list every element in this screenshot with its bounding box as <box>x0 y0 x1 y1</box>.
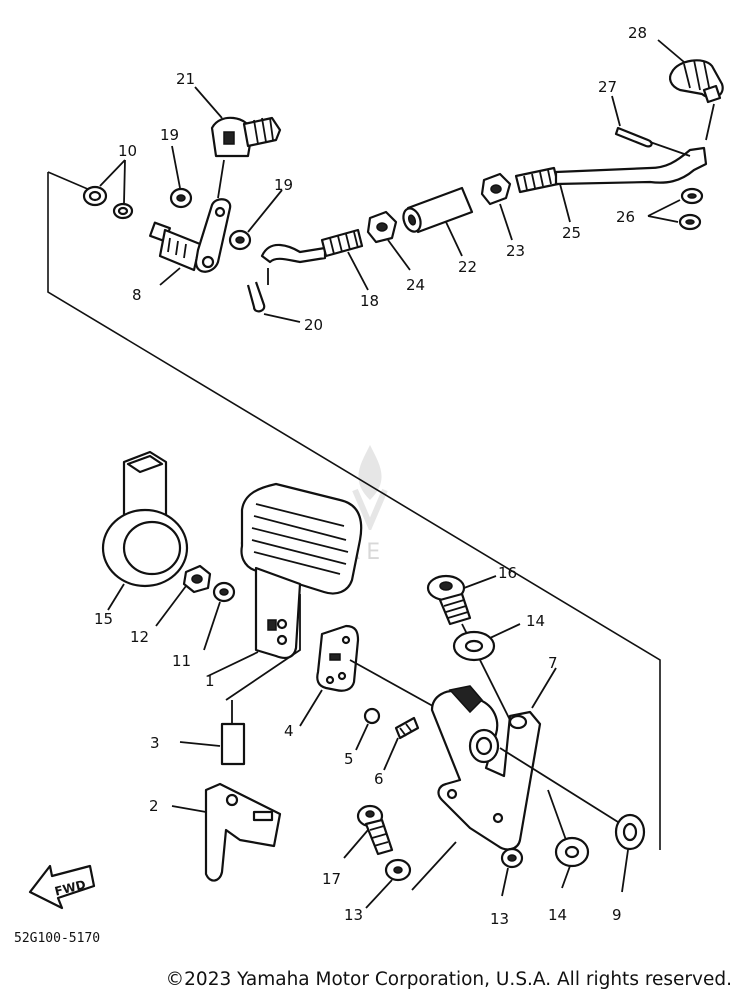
part-23-nut <box>480 172 512 206</box>
leader-4 <box>299 659 441 727</box>
callout-4: 4 <box>284 722 294 740</box>
leader-19 <box>171 145 283 233</box>
part-25-shift-rod <box>514 146 708 194</box>
callout-15: 15 <box>94 610 113 628</box>
part-11-washer <box>212 581 236 603</box>
callout-1: 1 <box>205 672 215 690</box>
part-4-plate <box>316 624 360 692</box>
part-8-shift-shaft <box>148 198 232 273</box>
leader-23 <box>499 203 513 241</box>
part-6-detent-spring <box>394 716 420 740</box>
part-15-collar <box>101 450 189 588</box>
fwd-arrow-icon: FWD <box>28 864 96 910</box>
watermark-logo-icon <box>340 440 400 535</box>
part-10-washer <box>82 185 134 220</box>
callout-7: 7 <box>548 654 558 672</box>
leader-25 <box>559 183 571 223</box>
callout-14a: 14 <box>526 612 545 630</box>
part-14-washer <box>452 630 590 868</box>
callout-13b: 13 <box>490 910 509 928</box>
part-28-boot <box>669 59 724 104</box>
callout-24: 24 <box>406 276 425 294</box>
part-7-bracket <box>430 685 542 851</box>
leader-10 <box>99 159 126 204</box>
part-22-coupling <box>402 186 474 234</box>
part-26-washer <box>678 187 704 231</box>
leader-27 <box>611 95 691 157</box>
callout-23: 23 <box>506 242 525 260</box>
assembly-frame <box>47 171 661 850</box>
callout-26: 26 <box>616 208 635 226</box>
leader-26 <box>647 199 681 223</box>
leader-13 <box>365 841 509 909</box>
leader-20 <box>263 268 301 323</box>
part-13-washer <box>384 847 524 882</box>
callout-2: 2 <box>149 797 159 815</box>
callout-5: 5 <box>344 750 354 768</box>
leader-14 <box>489 623 571 889</box>
callout-27: 27 <box>598 78 617 96</box>
callout-20: 20 <box>304 316 323 334</box>
leader-12 <box>155 585 187 627</box>
leader-17 <box>343 829 369 859</box>
leader-18 <box>347 251 369 291</box>
callout-19b: 19 <box>274 176 293 194</box>
part-1-shift-lever <box>240 482 363 659</box>
part-19-washer <box>169 187 252 251</box>
leader-21 <box>194 86 225 199</box>
callout-13a: 13 <box>344 906 363 924</box>
part-18-shift-rod <box>260 228 364 264</box>
callout-14b: 14 <box>548 906 567 924</box>
leader-15 <box>107 583 125 611</box>
callout-12: 12 <box>130 628 149 646</box>
leader-1 <box>207 594 301 701</box>
drawing-code: 52G100-5170 <box>14 931 101 946</box>
part-9-washer <box>614 813 646 851</box>
callout-28: 28 <box>628 24 647 42</box>
callout-11: 11 <box>172 652 191 670</box>
leader-5 <box>355 723 369 751</box>
callout-16: 16 <box>498 564 517 582</box>
leader-24 <box>387 239 411 271</box>
part-12-nut <box>182 564 212 594</box>
leader-3 <box>179 700 233 747</box>
part-2-slider <box>204 782 282 882</box>
leader-6 <box>383 737 399 771</box>
callouts: 1 2 3 4 5 6 7 8 9 10 11 12 13 13 14 14 1… <box>94 24 647 928</box>
leader-8 <box>159 267 181 286</box>
copyright-notice: ©2023 Yamaha Motor Corporation, U.S.A. A… <box>165 969 732 990</box>
callout-19a: 19 <box>160 126 179 144</box>
part-17-bolt <box>356 804 394 856</box>
callout-3: 3 <box>150 734 160 752</box>
part-3-spring <box>220 722 246 766</box>
callout-8: 8 <box>132 286 142 304</box>
callout-25: 25 <box>562 224 581 242</box>
leader-9 <box>499 747 629 893</box>
part-24-nut <box>366 210 398 244</box>
part-20-cotter-pin <box>246 281 266 313</box>
callout-22: 22 <box>458 258 477 276</box>
callout-17: 17 <box>322 870 341 888</box>
leader-11 <box>203 601 221 651</box>
leader-7 <box>531 667 557 709</box>
callout-21: 21 <box>176 70 195 88</box>
part-16-bolt <box>426 574 472 626</box>
part-27-cotter-pin <box>614 126 653 148</box>
leader-22 <box>445 221 463 257</box>
callout-10: 10 <box>118 142 137 160</box>
callout-6: 6 <box>374 770 384 788</box>
part-21-cable-boot <box>210 116 282 158</box>
callout-18: 18 <box>360 292 379 310</box>
part-5-ball <box>363 707 381 725</box>
leader-28 <box>657 39 715 141</box>
leader-2 <box>171 805 207 813</box>
callout-9: 9 <box>612 906 622 924</box>
